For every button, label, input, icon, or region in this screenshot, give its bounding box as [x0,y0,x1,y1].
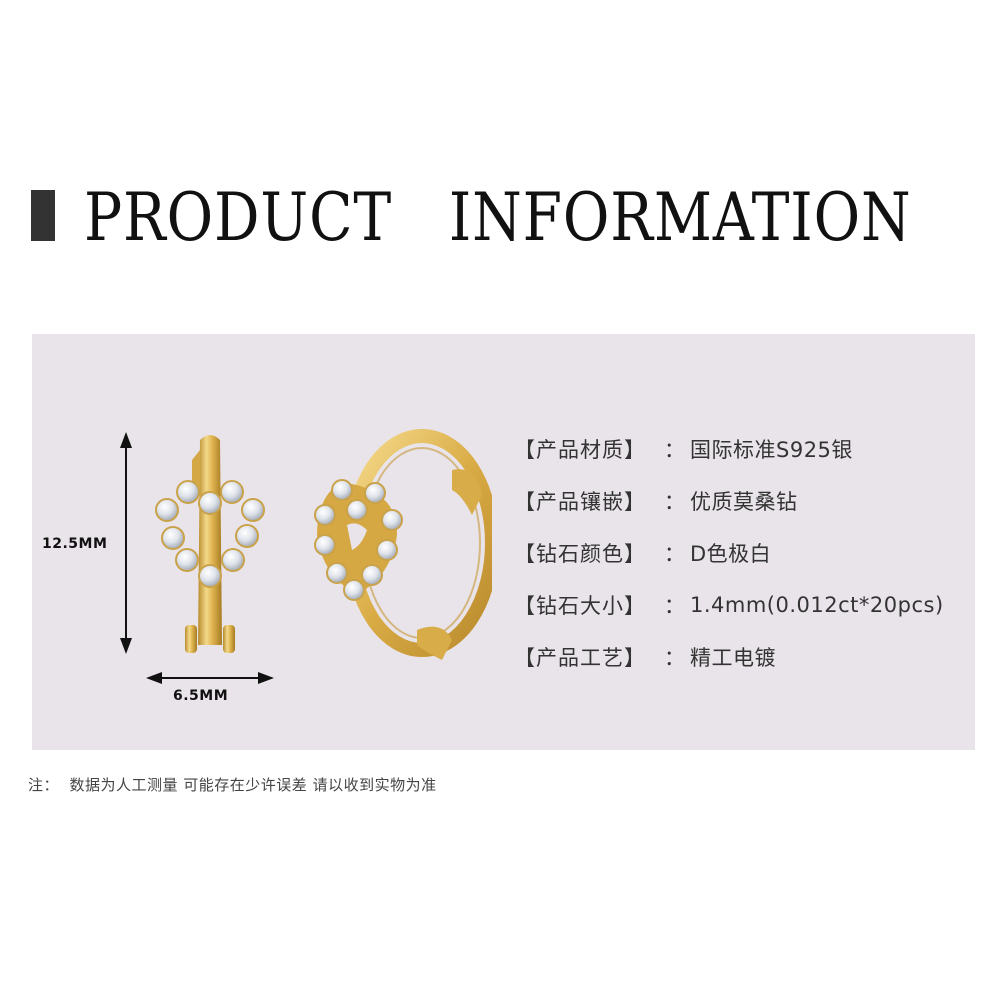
spec-colon: ： [664,646,685,670]
spec-colon: ： [664,438,685,462]
spec-value: 精工电镀 [690,646,776,670]
spec-row-setting: 【产品镶嵌】 ： 优质莫桑钻 [514,475,974,527]
arrow-right-icon [258,672,274,684]
height-dimension-line [125,436,127,646]
width-dimension-line [150,677,266,679]
spec-label: 【产品材质】 [514,438,646,462]
spec-colon: ： [664,490,685,514]
spec-label: 【产品工艺】 [514,646,646,670]
arrow-left-icon [146,672,162,684]
spec-colon: ： [664,542,685,566]
product-info-panel [32,334,975,750]
spec-row-diamond-color: 【钻石颜色】 ： D色极白 [514,527,974,579]
spec-label: 【钻石颜色】 [514,542,646,566]
spec-value: 国际标准S925银 [690,438,853,462]
page-title: PRODUCT INFORMATION [84,179,912,256]
spec-label: 【钻石大小】 [514,594,646,618]
spec-value: D色极白 [690,542,772,566]
spec-label: 【产品镶嵌】 [514,490,646,514]
spec-row-diamond-size: 【钻石大小】 ： 1.4mm(0.012ct*20pcs) [514,579,974,631]
spec-colon: ： [664,594,685,618]
arrow-down-icon [120,638,132,654]
arrow-up-icon [120,432,132,448]
measurement-footnote: 注： 数据为人工测量 可能存在少许误差 请以收到实物为准 [28,776,437,794]
width-dimension-label: 6.5MM [173,688,229,704]
height-dimension-label: 12.5MM [42,536,108,552]
spec-row-craft: 【产品工艺】 ： 精工电镀 [514,631,974,683]
spec-value: 1.4mm(0.012ct*20pcs) [690,593,944,617]
spec-row-material: 【产品材质】 ： 国际标准S925银 [514,423,974,475]
earring-side-view-image [314,429,492,660]
spec-list: 【产品材质】 ： 国际标准S925银 【产品镶嵌】 ： 优质莫桑钻 【钻石颜色】… [514,423,974,683]
spec-value: 优质莫桑钻 [690,490,798,514]
earring-front-view-image [155,435,265,653]
header-accent-bar [31,190,55,241]
